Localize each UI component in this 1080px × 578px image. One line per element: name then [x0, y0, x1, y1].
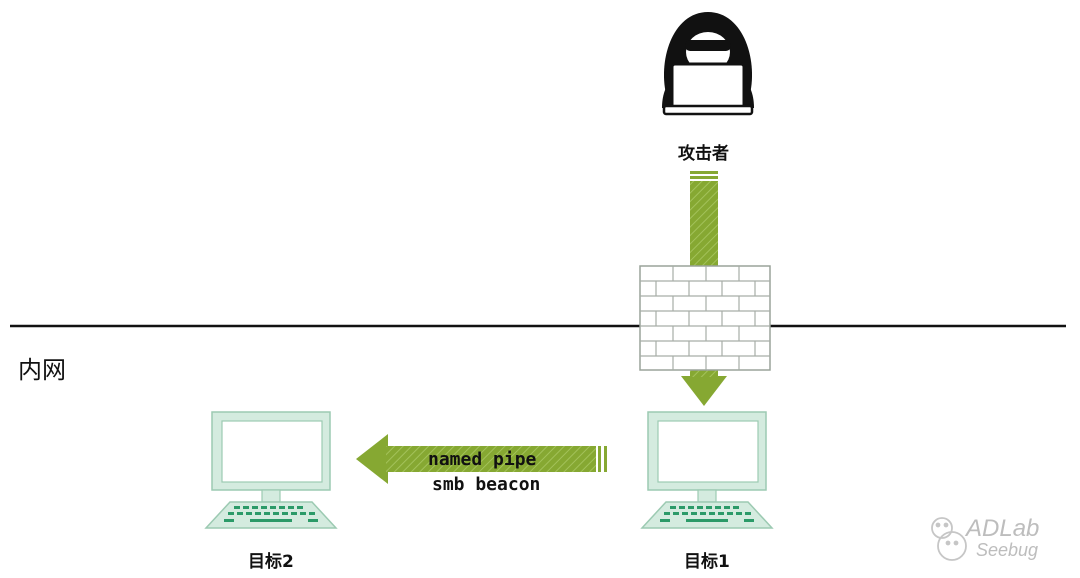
connection-label-line1: named pipe: [428, 449, 537, 470]
watermark-brand: ADLab: [966, 515, 1040, 542]
target2-computer-icon: [204, 411, 338, 529]
target2-label: 目标2: [248, 552, 294, 572]
firewall-icon: [639, 265, 771, 371]
network-zone-label: 内网: [18, 356, 66, 384]
connection-label-line2: smb beacon: [432, 474, 541, 495]
target1-computer-icon: [640, 411, 774, 529]
attacker-label: 攻击者: [678, 144, 729, 164]
watermark-sub: Seebug: [976, 540, 1039, 560]
hacker-icon: [662, 12, 754, 116]
lateral-movement-arrow: [356, 434, 607, 484]
watermark-logo-icon: [931, 517, 967, 561]
target1-label: 目标1: [684, 552, 730, 572]
